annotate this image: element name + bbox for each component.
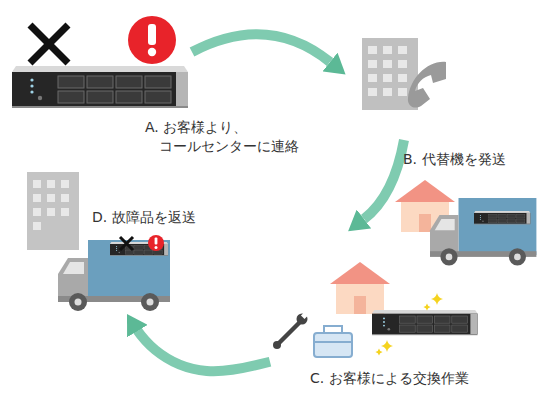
alert-symbol bbox=[155, 238, 158, 245]
wrench-icon bbox=[301, 312, 308, 319]
customer-house bbox=[330, 262, 390, 314]
step-label: C. お客様による交換作業 bbox=[310, 369, 530, 388]
wrench-icon bbox=[273, 341, 281, 349]
toolbox-icon bbox=[314, 326, 352, 357]
call-center-building bbox=[383, 74, 392, 82]
step-label: B. 代替機を発送 bbox=[403, 150, 538, 169]
sparkle bbox=[381, 340, 393, 352]
alert-symbol bbox=[128, 16, 176, 64]
sparkle bbox=[375, 293, 443, 356]
wrench-icon bbox=[273, 312, 308, 349]
call-center-building bbox=[368, 74, 377, 82]
new-nas bbox=[372, 310, 478, 335]
return-truck bbox=[58, 240, 170, 311]
company-building bbox=[27, 172, 79, 250]
company-building bbox=[47, 194, 55, 202]
alert-symbol bbox=[148, 48, 156, 56]
cross-mark bbox=[30, 25, 68, 63]
step-node: B. 代替機を発送 bbox=[395, 178, 535, 268]
company-building bbox=[47, 208, 55, 216]
call-center-building bbox=[398, 60, 407, 68]
company-building bbox=[47, 180, 55, 188]
company-building bbox=[27, 172, 79, 250]
replacement-nas bbox=[474, 211, 530, 224]
delivery-truck bbox=[430, 198, 536, 265]
step-node: D. 故障品を返送 bbox=[55, 232, 175, 314]
wrench-icon bbox=[279, 322, 300, 343]
cross-mark bbox=[30, 25, 68, 63]
step-node: A. お客様より、 コールセンターに連絡 bbox=[10, 15, 190, 112]
flow-arrow bbox=[127, 314, 270, 371]
call-center-building bbox=[383, 46, 392, 54]
company-building bbox=[33, 194, 41, 202]
failed-nas bbox=[12, 66, 188, 108]
return-truck bbox=[58, 240, 170, 311]
cross-mark bbox=[30, 25, 68, 63]
telephone-handset bbox=[408, 62, 446, 108]
step-label: D. 故障品を返送 bbox=[92, 208, 232, 227]
call-center-building bbox=[398, 88, 407, 96]
call-center-building bbox=[368, 60, 377, 68]
company-building bbox=[61, 208, 69, 216]
company-building bbox=[33, 180, 41, 188]
call-center-building bbox=[398, 74, 407, 82]
alert-symbol bbox=[155, 246, 158, 249]
customer-house bbox=[330, 262, 390, 314]
cross-mark bbox=[120, 237, 133, 250]
company-building bbox=[33, 208, 41, 216]
new-nas bbox=[372, 310, 478, 335]
alert-symbol bbox=[148, 235, 164, 251]
sparkle bbox=[423, 303, 430, 310]
call-center-building bbox=[368, 88, 377, 96]
step-label: A. お客様より、 コールセンターに連絡 bbox=[145, 118, 319, 156]
call-center-building bbox=[383, 60, 392, 68]
company-building bbox=[61, 194, 69, 202]
call-center-building bbox=[398, 46, 407, 54]
step-node: C. お客様による交換作業 bbox=[270, 262, 510, 367]
sparkle bbox=[375, 348, 382, 355]
toolbox-icon bbox=[324, 326, 342, 333]
call-center-building bbox=[368, 46, 377, 54]
alert-symbol bbox=[128, 16, 176, 64]
flow-arrow bbox=[364, 140, 404, 219]
toolbox-icon bbox=[314, 333, 352, 357]
replacement-nas bbox=[474, 211, 530, 224]
delivery-truck bbox=[430, 198, 536, 265]
company-building bbox=[61, 180, 69, 188]
call-center-building bbox=[383, 88, 392, 96]
telephone-handset bbox=[408, 62, 446, 108]
toolbox-icon bbox=[314, 341, 352, 343]
alert-symbol bbox=[148, 24, 156, 45]
failed-nas bbox=[12, 66, 188, 108]
sparkle bbox=[431, 293, 443, 305]
cross-mark bbox=[120, 237, 133, 250]
alert-symbol bbox=[148, 235, 164, 251]
flow-arrow bbox=[192, 34, 330, 62]
company-building bbox=[33, 222, 41, 230]
cross-mark bbox=[120, 237, 133, 250]
